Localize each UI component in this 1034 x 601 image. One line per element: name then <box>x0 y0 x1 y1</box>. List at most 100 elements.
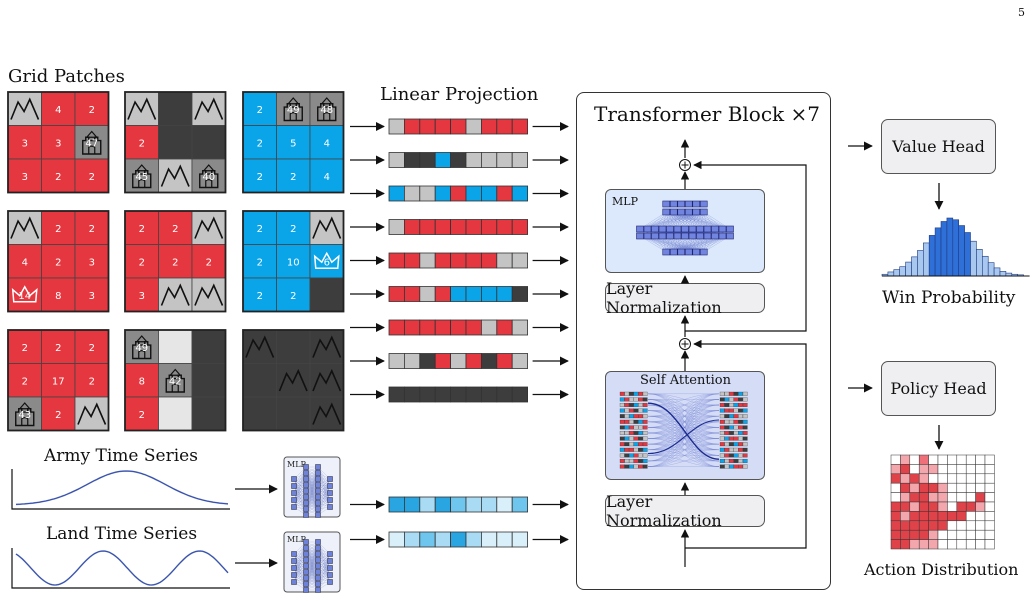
castle-roof <box>18 402 32 410</box>
cell-value: 4 <box>55 105 61 116</box>
action-cell <box>918 492 929 503</box>
action-cell <box>890 511 901 522</box>
attention-token <box>633 442 639 447</box>
attention-token <box>619 459 625 463</box>
mlp-node <box>677 200 686 208</box>
mlp-node <box>711 225 719 233</box>
grid-cell <box>191 396 226 431</box>
attention-token <box>738 408 743 413</box>
token-cell <box>480 185 498 202</box>
attention-link <box>647 421 720 467</box>
token-cell <box>419 496 436 513</box>
castle-icon <box>199 170 219 189</box>
attention-token <box>629 459 634 463</box>
mini-mlp-node <box>315 539 321 545</box>
action-cell <box>909 501 920 512</box>
grid-cell <box>242 396 277 431</box>
grid-cell <box>276 277 311 312</box>
action-cell <box>937 464 948 475</box>
token-cell <box>465 118 482 135</box>
mountain-icon <box>160 283 190 306</box>
histogram-bar <box>999 271 1007 277</box>
action-cell <box>984 464 995 475</box>
mini-mlp-node <box>303 581 309 587</box>
cell-value: 2 <box>290 224 296 235</box>
cell-value: 2 <box>139 257 145 268</box>
attention-token <box>724 391 730 396</box>
mlp-node <box>703 232 712 240</box>
mini-mlp-link <box>317 485 331 504</box>
token-cell <box>450 185 467 202</box>
action-cell <box>984 482 995 493</box>
token-cell <box>388 185 405 202</box>
token-cell <box>511 252 529 269</box>
action-cell <box>956 464 967 475</box>
action-cell <box>890 492 901 503</box>
mini-mlp-node <box>291 558 297 564</box>
mini-mlp-link <box>317 560 331 579</box>
mini-mlp-node <box>303 569 309 575</box>
attention-token <box>738 403 743 407</box>
mini-mlp-node <box>315 476 321 482</box>
attention-link <box>647 455 720 467</box>
token-cell <box>496 496 513 513</box>
cell-value: 5 <box>290 138 296 149</box>
mini-mlp-node <box>327 551 333 557</box>
token-row <box>388 496 529 513</box>
token-row <box>388 252 529 269</box>
attention-token <box>642 442 648 447</box>
token-cell <box>480 496 498 513</box>
action-cell <box>956 482 967 493</box>
cell-value: 3 <box>89 291 95 302</box>
mlp-node <box>658 225 667 233</box>
cell-value: 14 <box>18 291 31 302</box>
cell-value: 8 <box>55 291 61 302</box>
action-cell <box>956 492 967 503</box>
action-cell <box>947 482 958 493</box>
action-cell <box>947 529 958 540</box>
token-cell <box>496 386 513 403</box>
mini-mlp-node <box>303 551 309 557</box>
token-cell <box>496 353 513 369</box>
action-cell <box>956 529 967 540</box>
attention-token <box>629 464 634 469</box>
attention-token <box>733 425 739 430</box>
attention-token <box>624 459 630 463</box>
histogram-bar <box>987 262 995 277</box>
attention-token <box>619 436 625 441</box>
attention-token <box>738 459 743 463</box>
cell-value: 3 <box>55 138 61 149</box>
attention-token <box>624 403 630 407</box>
action-cell <box>975 492 986 503</box>
action-cell <box>975 529 986 540</box>
action-cell <box>984 520 995 531</box>
transformer-block-title: Transformer Block ×7 <box>594 102 820 126</box>
mountain-icon <box>194 97 224 120</box>
castle-gate <box>289 112 297 121</box>
token-cell <box>450 219 467 235</box>
mlp-node <box>673 232 682 240</box>
action-cell <box>975 539 986 550</box>
mini-mlp-node <box>303 563 309 569</box>
token-cell <box>465 152 482 168</box>
token-cell <box>419 252 436 269</box>
attention-token <box>633 408 639 413</box>
mlp-node <box>688 225 697 233</box>
token-cell <box>480 252 498 269</box>
grid-cell <box>242 244 277 279</box>
action-cell <box>900 511 911 522</box>
token-cell <box>403 152 421 168</box>
token-cell <box>388 531 405 548</box>
land-time-series-label: Land Time Series <box>46 524 198 544</box>
token-cell <box>388 496 405 513</box>
attention-token <box>738 447 743 452</box>
attention-token <box>719 442 725 447</box>
attention-token <box>642 403 648 407</box>
action-cell <box>956 473 967 484</box>
mini-mlp-link <box>317 478 331 498</box>
mlp-node <box>699 248 708 256</box>
action-cell <box>965 501 976 512</box>
